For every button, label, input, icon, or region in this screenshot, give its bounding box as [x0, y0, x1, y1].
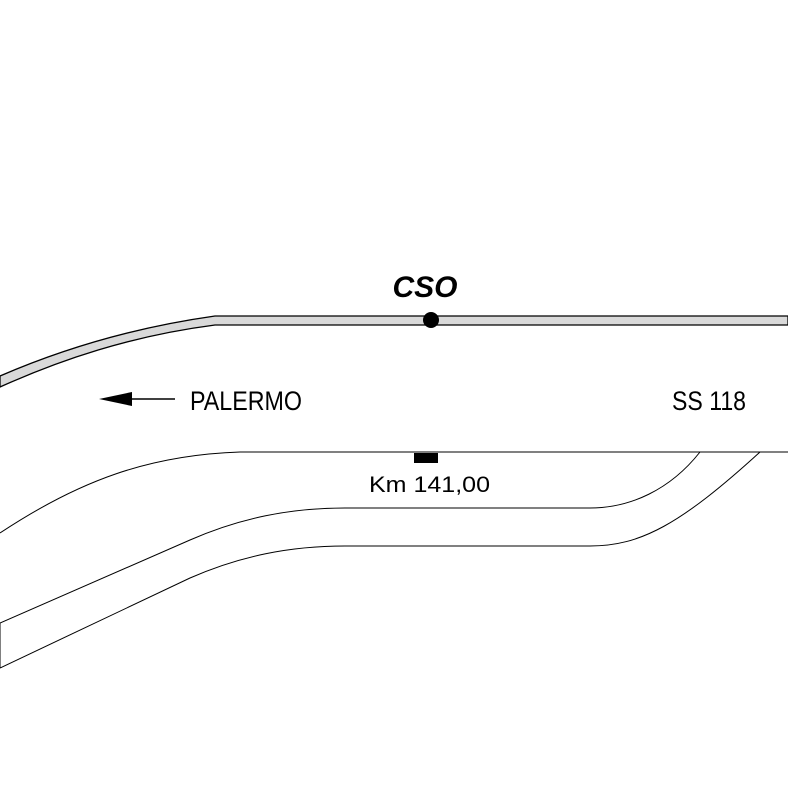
direction-arrow-icon	[99, 392, 175, 406]
kilometer-label: Km 141,00	[369, 472, 490, 497]
station-label: CSO	[392, 271, 457, 304]
direction-label: PALERMO	[190, 386, 302, 416]
station-marker	[423, 312, 439, 328]
road-label: SS 118	[672, 386, 746, 416]
railway-line	[0, 315, 788, 388]
kilometer-marker	[414, 453, 438, 463]
road-outline	[0, 451, 788, 669]
